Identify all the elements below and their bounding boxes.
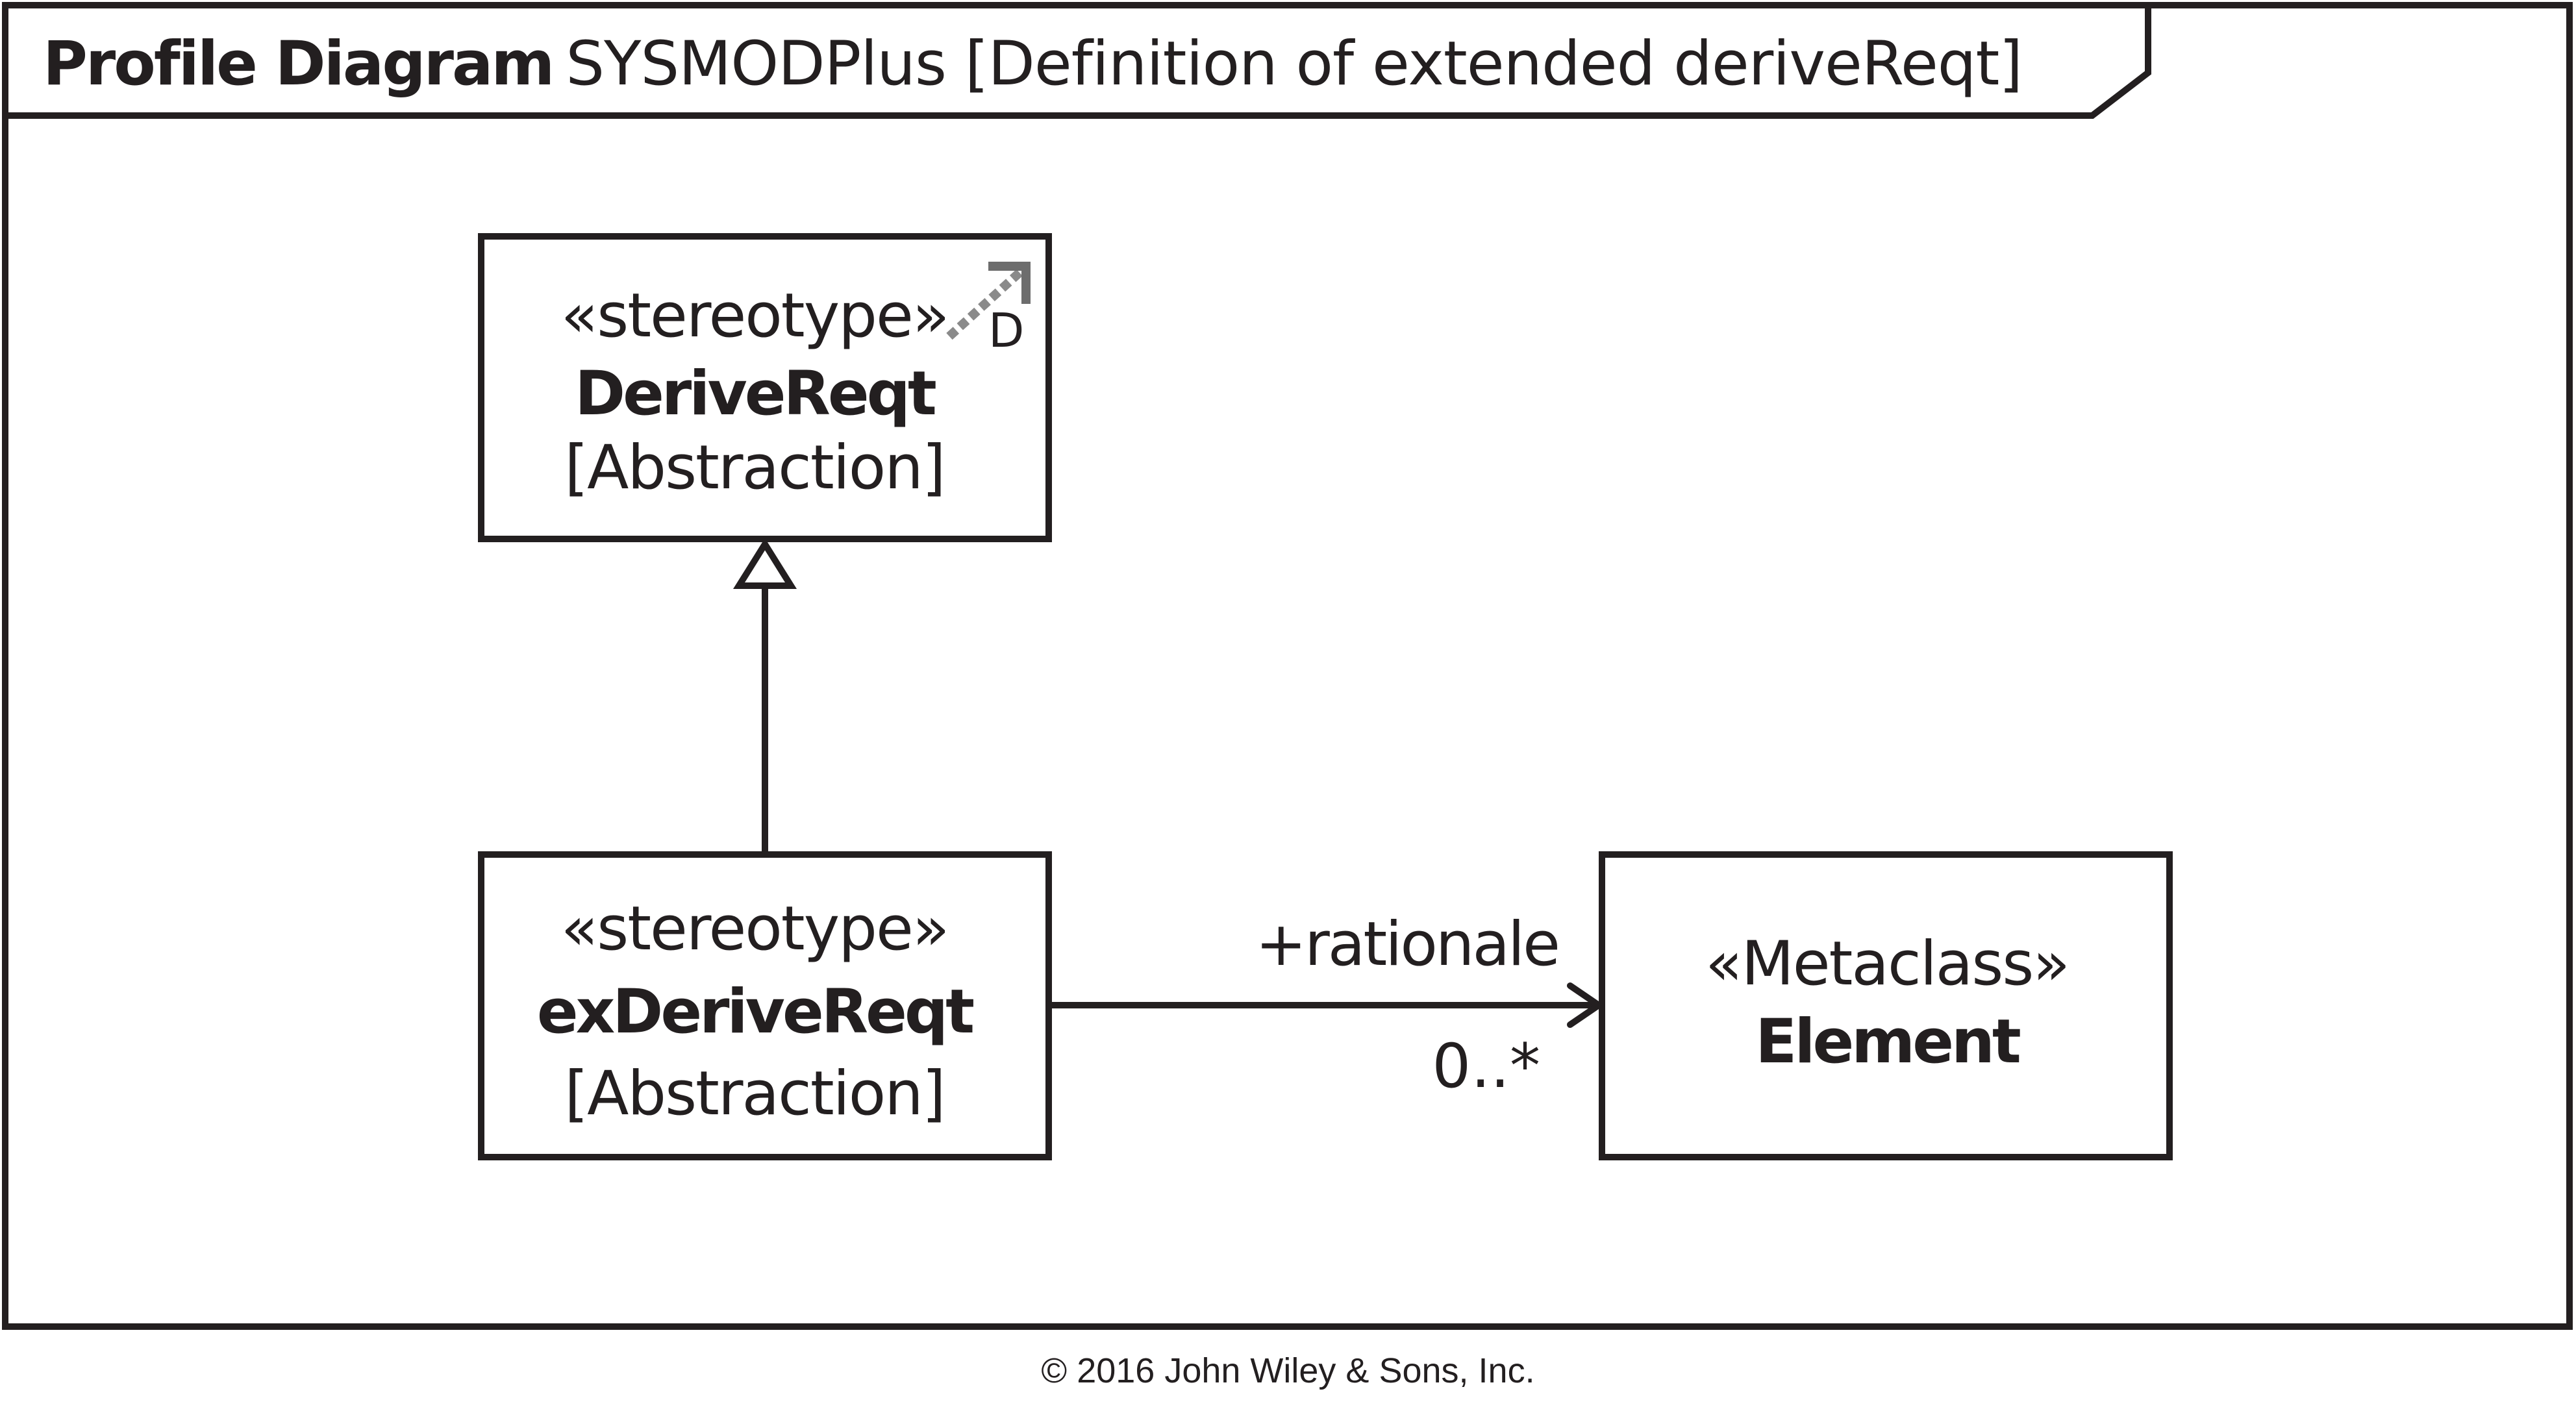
class-derive-reqt-stereotype: «stereotype» <box>561 281 949 351</box>
association-multiplicity: 0..* <box>1432 1031 1540 1102</box>
class-element-name: Element <box>1755 1006 2020 1077</box>
derive-icon-letter: D <box>988 303 1024 358</box>
class-ex-derive-reqt-stereotype: «stereotype» <box>561 893 949 964</box>
class-element[interactable]: «Metaclass» Element <box>1599 851 2173 1160</box>
frame-kind: Profile Diagram <box>43 29 553 99</box>
generalization-edge[interactable] <box>732 538 797 855</box>
association-edge[interactable]: +rationale 0..* <box>1049 909 1602 1102</box>
class-ex-derive-reqt-name: exDeriveReqt <box>537 977 973 1047</box>
association-role: +rationale <box>1255 909 1558 980</box>
generalization-arrowhead-icon <box>732 538 797 589</box>
frame-header-border <box>5 5 2151 119</box>
class-ex-derive-reqt[interactable]: «stereotype» exDeriveReqt [Abstraction] <box>478 851 1052 1160</box>
class-derive-reqt-name: DeriveReqt <box>575 358 936 429</box>
class-element-stereotype: «Metaclass» <box>1705 929 2069 999</box>
class-derive-reqt[interactable]: «stereotype» DeriveReqt [Abstraction] D <box>478 233 1052 542</box>
derive-arrow-icon: D <box>946 262 1031 358</box>
class-ex-derive-reqt-box <box>478 851 1052 1160</box>
class-element-box <box>1599 851 2173 1160</box>
copyright-notice: © 2016 John Wiley & Sons, Inc. <box>1041 1351 1535 1390</box>
frame-name: SYSMODPlus [Definition of extended deriv… <box>566 29 2022 99</box>
diagram-frame <box>2 2 2573 1330</box>
class-ex-derive-reqt-base: [Abstraction] <box>564 1058 944 1129</box>
class-derive-reqt-base: [Abstraction] <box>564 432 944 503</box>
